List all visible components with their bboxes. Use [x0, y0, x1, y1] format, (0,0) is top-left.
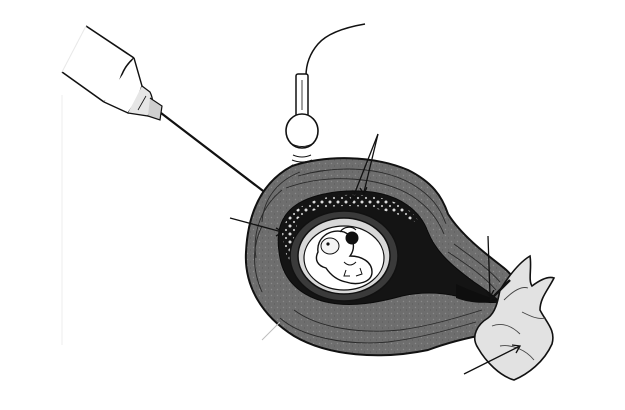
- probe-cable: [305, 23, 366, 77]
- cervix-tissue: [473, 254, 556, 381]
- embryo-eye: [326, 242, 330, 246]
- pointer-line-decidua: [363, 133, 379, 193]
- yolk-sac: [345, 231, 359, 245]
- umbilical-cord: [339, 226, 357, 233]
- cervix-icon: [473, 254, 556, 381]
- arrowhead: [347, 195, 357, 204]
- pointer-line-cervix: [463, 345, 521, 375]
- pointer-line-canal: [487, 235, 491, 297]
- ultrasound-probe-icon: [285, 23, 366, 168]
- embryo-limb: [343, 269, 350, 277]
- arrowhead: [275, 227, 285, 237]
- pointer-line-sac: [229, 217, 283, 233]
- probe-head: [285, 113, 319, 149]
- pointer-line-faint: [261, 321, 281, 341]
- sound-wave: [292, 154, 312, 158]
- pointer-line-decidua: [351, 133, 379, 201]
- arrowhead: [485, 289, 495, 299]
- decidua-layer: [294, 194, 420, 224]
- pointer-lines: [229, 133, 522, 375]
- embryo-icon: [315, 226, 373, 285]
- arrowhead: [359, 186, 368, 196]
- gestational-sac: [289, 210, 399, 302]
- arrowhead: [511, 344, 522, 354]
- embryo-limb: [355, 267, 363, 277]
